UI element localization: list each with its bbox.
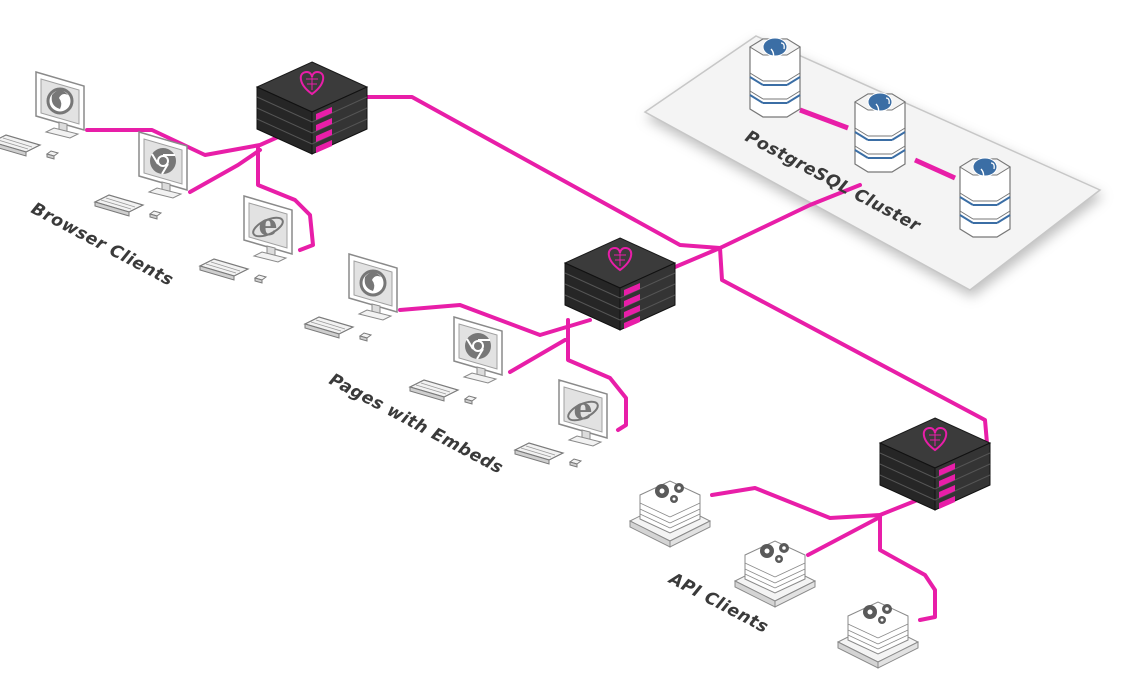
link-ie-to-server-1 (256, 146, 315, 252)
postgres-node-3 (959, 157, 1011, 238)
firefox-icon (359, 269, 387, 297)
postgres-node-1 (749, 37, 801, 118)
link-api-2-to-server-3 (806, 515, 882, 557)
browser-client-ie (199, 195, 293, 284)
postgres-node-2 (854, 92, 906, 173)
metabase-server-2 (564, 237, 676, 331)
link-server-2-to-hub (666, 246, 722, 272)
browser-client-firefox (0, 71, 85, 160)
embed-client-ie (514, 379, 608, 468)
embed-client-chrome (409, 316, 503, 405)
link-hub-to-postgres (718, 183, 862, 250)
firefox-icon (46, 87, 74, 115)
network-links (85, 95, 990, 622)
api-client-3 (837, 601, 919, 669)
link-embed-chrome-to-server-2 (508, 338, 567, 374)
postgres-replication-links (799, 107, 957, 181)
link-server-1-to-hub (360, 95, 722, 250)
chrome-icon (464, 332, 492, 360)
metabase-server-3 (879, 417, 991, 511)
chrome-icon (149, 147, 177, 175)
link-embed-firefox-to-server-2 (398, 303, 592, 337)
link-embed-ie-to-server-2 (566, 318, 628, 432)
browser-client-chrome (94, 131, 188, 220)
api-client-1 (629, 480, 711, 548)
link-hub-to-server-3 (718, 246, 990, 457)
api-client-2 (734, 540, 816, 608)
link-api-1-to-server-3 (710, 486, 932, 520)
embed-client-firefox (304, 253, 398, 342)
link-firefox-to-server-1 (85, 123, 307, 157)
link-api-3-to-server-3 (878, 513, 937, 622)
link-chrome-to-server-1 (188, 148, 262, 194)
